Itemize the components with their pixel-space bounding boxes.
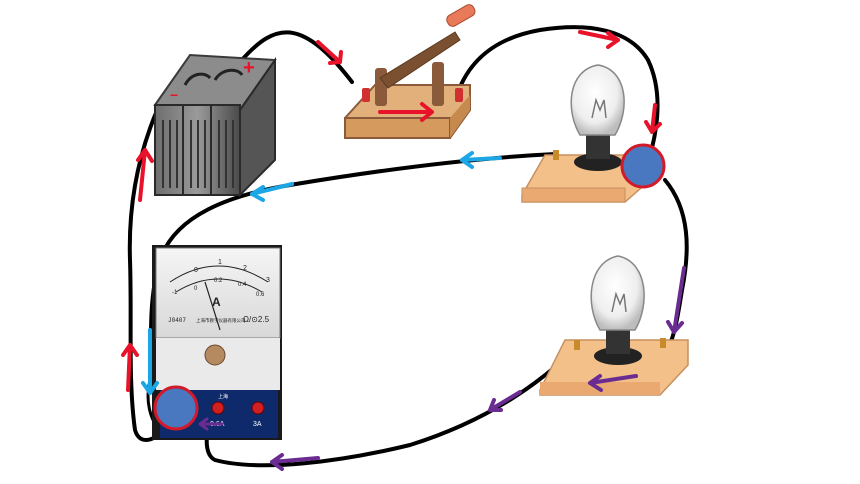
ammeter-scale-neg: -1 [172,290,178,296]
ammeter-terminal-high-label: 3A [253,421,262,428]
ammeter-needle [204,281,221,331]
ammeter-terminal-3a [251,401,265,415]
wire-lower-lamp-return [204,343,580,468]
arrow-purple-ammeter [198,417,224,431]
lower-lamp [539,255,689,396]
ammeter-class-mark: Ω/⊙2.5 [243,315,270,324]
arrow-purple-bottom [270,453,320,471]
upper-lamp [521,64,649,203]
ammeter-maker: 上海市教学仪器有限公司 [196,317,246,324]
wires [127,25,689,468]
ammeter-scale-bottom-0: 0 [194,286,198,292]
arrow-purple-lamp [588,374,638,392]
ammeter-scale-top-0: 0 [194,267,198,274]
wire-upper-lamp-return [149,152,558,387]
ammeter: 0 1 2 3 0 0.2 0.4 0.6 -1 A J0407 上海市教学仪器… [152,245,282,440]
junction-ammeter [153,385,199,431]
ammeter-unit-symbol: A [212,295,221,309]
battery-plus-mark: + [243,57,255,79]
arrow-purple-lower [488,390,522,412]
ammeter-panel-caption: 上海 [218,393,228,400]
knife-switch [344,4,476,139]
arrow-red-left-up [136,148,154,202]
ammeter-scale-top-2: 2 [243,265,247,272]
current-arrows [121,30,686,471]
battery-pack: + − [153,53,277,198]
arrow-purple-right-down [666,266,686,334]
arrow-blue-upper-1 [460,151,502,169]
junction-upper-right [620,143,666,189]
arrow-red-ammeter-up [121,343,139,392]
ammeter-terminal-0-6a [211,401,225,415]
arrow-red-top [578,30,620,49]
ammeter-scale-bottom-1: 0.2 [214,278,223,284]
arrow-blue-upper-2 [250,182,294,202]
ammeter-scale-top-1: 1 [218,259,222,266]
ammeter-scale-top-3: 3 [266,277,270,284]
ammeter-model: J0407 [168,317,186,324]
arrow-red-into-junction [644,103,662,134]
ammeter-scale-bottom-3: 0.6 [256,292,265,298]
ammeter-scale-bottom-2: 0.4 [238,282,247,288]
wire-battery-to-ammeter [127,106,172,442]
wire-switch-to-upper-lamp [456,25,660,150]
battery-minus-mark: − [170,87,178,103]
arrow-red-switch [378,102,434,122]
arrow-blue-down [141,328,159,395]
arrow-red-battery-out [316,40,343,65]
